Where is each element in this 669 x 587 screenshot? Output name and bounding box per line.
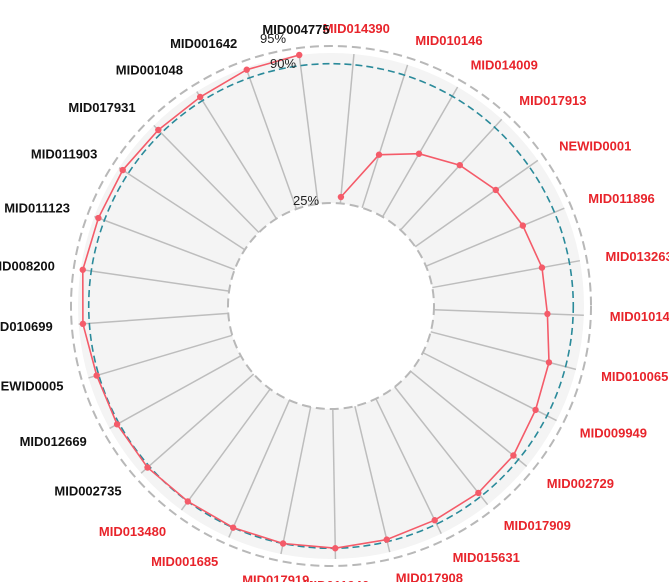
inner-ring <box>228 203 434 409</box>
category-label: MID017931 <box>68 100 135 115</box>
data-point <box>457 162 463 168</box>
category-label: MID017919 <box>242 573 309 583</box>
category-label: MID014390 <box>323 21 390 36</box>
category-label: NEWID0005 <box>0 378 64 393</box>
category-label: MID009949 <box>580 425 647 440</box>
category-label: NEWID0001 <box>559 138 631 153</box>
data-point <box>155 127 161 133</box>
data-point <box>185 498 191 504</box>
category-label: MID001642 <box>170 36 237 51</box>
data-point <box>493 187 499 193</box>
category-label: MID012669 <box>20 434 87 449</box>
category-label: MID001685 <box>151 554 218 569</box>
category-label: MID014009 <box>471 57 538 72</box>
chart-band <box>78 53 584 559</box>
category-label: MID002735 <box>54 483 121 498</box>
category-label: MID008200 <box>0 259 55 274</box>
category-label: MID011903 <box>31 147 98 162</box>
data-point <box>197 94 203 100</box>
data-point <box>144 464 150 470</box>
data-point <box>80 321 86 327</box>
category-label: MID017909 <box>504 518 571 533</box>
data-point <box>93 372 99 378</box>
category-label: MID017908 <box>396 570 463 582</box>
data-point <box>384 536 390 542</box>
category-label: MID013480 <box>99 524 166 539</box>
category-label: MID010065 <box>601 369 668 384</box>
data-point <box>332 545 338 551</box>
category-label: MID011946 <box>303 578 370 582</box>
ring-label-90: 90% <box>270 56 296 71</box>
data-point <box>114 421 120 427</box>
data-point <box>532 407 538 413</box>
category-label: MID010699 <box>0 319 53 334</box>
data-point <box>280 540 286 546</box>
category-label: MID011123 <box>4 200 70 215</box>
category-label: MID017913 <box>519 93 586 108</box>
data-point <box>546 359 552 365</box>
category-label: MID015631 <box>453 550 520 565</box>
ring-label-25: 25% <box>293 193 319 208</box>
category-label: MID010146 <box>415 33 482 48</box>
data-point <box>416 151 422 157</box>
category-label: MID001048 <box>116 63 183 78</box>
data-point <box>432 517 438 523</box>
data-point <box>80 267 86 273</box>
data-point <box>95 215 101 221</box>
data-point <box>244 67 250 73</box>
data-point <box>376 152 382 158</box>
data-point <box>296 52 302 58</box>
category-label: MID010144 <box>610 309 669 324</box>
data-point <box>230 524 236 530</box>
ring-label-95: 95% <box>260 31 286 46</box>
category-label: MID011896 <box>588 191 655 206</box>
data-point <box>338 194 344 200</box>
category-label: MID013263 <box>606 249 669 264</box>
data-point <box>539 264 545 270</box>
data-point <box>544 311 550 317</box>
data-point <box>120 167 126 173</box>
data-point <box>510 452 516 458</box>
category-label: MID002729 <box>547 476 614 491</box>
data-point <box>475 490 481 496</box>
data-point <box>520 222 526 228</box>
